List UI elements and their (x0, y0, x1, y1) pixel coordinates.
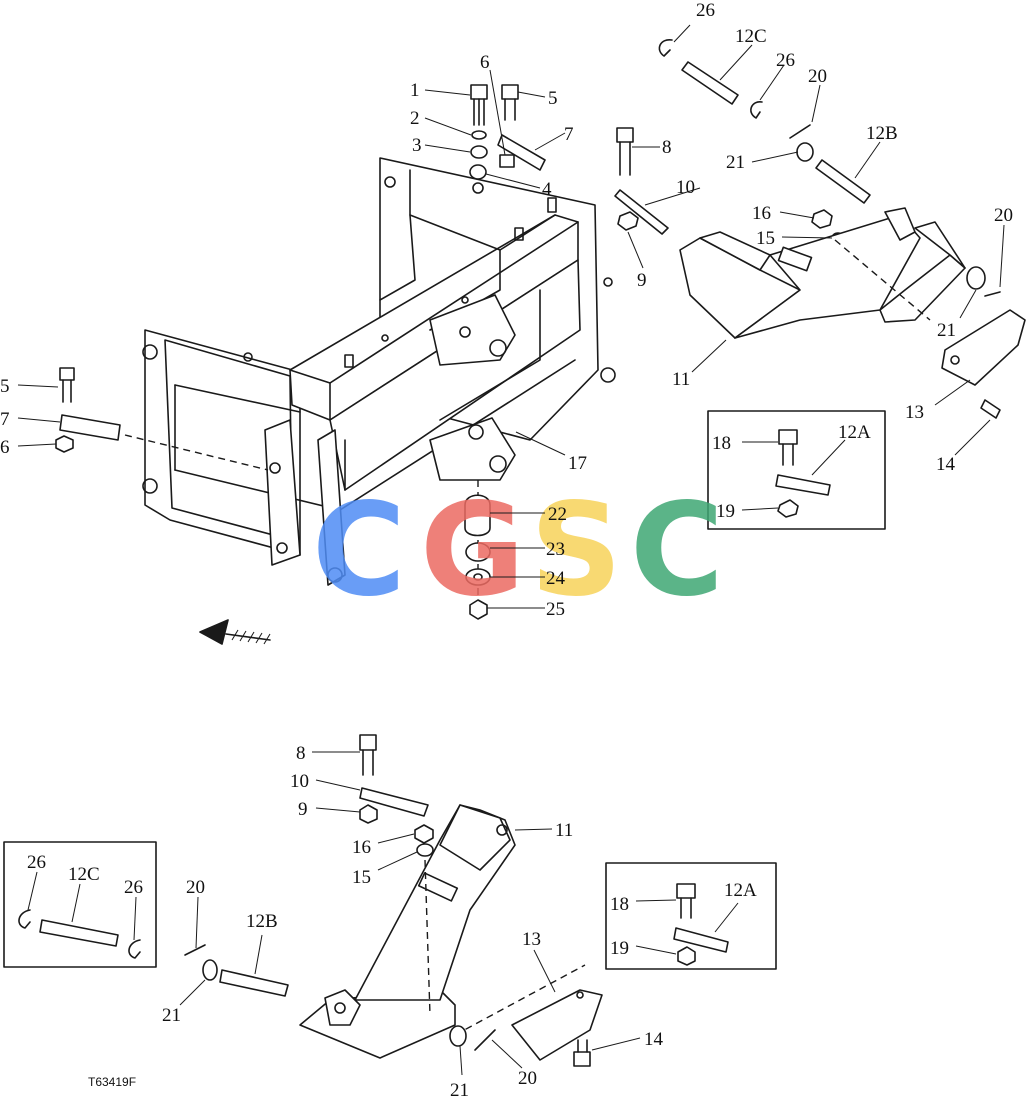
bottom-callout-20b: 20 (518, 1068, 537, 1089)
bottom-callout-21b: 21 (450, 1080, 469, 1098)
callout-6: 6 (480, 52, 490, 73)
callout-7: 7 (564, 124, 574, 145)
callout-9: 9 (637, 270, 647, 291)
bottom-callout-12a: 12A (724, 880, 757, 901)
callout-13: 13 (905, 402, 924, 423)
isolator-stack (465, 495, 490, 619)
callout-23: 23 (546, 539, 565, 560)
bottom-callout-20: 20 (186, 877, 205, 898)
callout-17: 17 (568, 453, 587, 474)
bottom-callout-26: 26 (27, 852, 46, 873)
callout-12b: 12B (866, 123, 898, 144)
bottom-callout-15: 15 (352, 867, 371, 888)
main-frame (143, 158, 615, 585)
callout-18: 18 (712, 433, 731, 454)
callout-20b: 20 (994, 205, 1013, 226)
pin-guide-line (125, 435, 268, 470)
bottom-callout-12c: 12C (68, 864, 100, 885)
callout-20: 20 (808, 66, 827, 87)
callout-14: 14 (936, 454, 956, 475)
bottom-callout-18: 18 (610, 894, 629, 915)
callout-labels-top: 1 2 3 4 5 6 7 8 9 10 11 12A 12B 12C 13 1… (0, 0, 1013, 620)
leader-lines (18, 25, 1004, 1075)
watermark-letter-g: G (420, 476, 525, 625)
bottom-callout-12b: 12B (246, 911, 278, 932)
callout-24: 24 (546, 568, 566, 589)
watermark-letter-c1: C (312, 476, 406, 625)
bottom-callout-21: 21 (162, 1005, 181, 1026)
figure-reference: T63419F (88, 1075, 136, 1089)
inset-bottom-right-parts (674, 884, 728, 965)
inset-box-bottom-right (606, 863, 776, 969)
callout-10: 10 (676, 177, 695, 198)
bottom-callout-19: 19 (610, 938, 629, 959)
callout-5: 5 (548, 88, 558, 109)
bottom-callout-11: 11 (555, 820, 573, 841)
callout-21: 21 (726, 152, 745, 173)
bottom-callout-26b: 26 (124, 877, 143, 898)
callout-labels-bottom: 8 9 10 11 12A 12B 12C 13 14 15 16 18 19 … (27, 743, 757, 1098)
callout-3: 3 (412, 135, 422, 156)
inset-bottom-left-parts (19, 910, 140, 958)
callout-25: 25 (546, 599, 565, 620)
callout-7-left: 7 (0, 409, 10, 430)
direction-arrow (200, 620, 270, 644)
callout-11: 11 (672, 369, 690, 390)
inset-top-parts (776, 430, 830, 517)
callout-26b: 26 (776, 50, 795, 71)
watermark-letter-s: S (530, 476, 622, 625)
arm-assembly (680, 208, 1025, 418)
bottom-callout-10: 10 (290, 771, 309, 792)
callout-12c: 12C (735, 26, 767, 47)
callout-4: 4 (542, 179, 552, 200)
callout-21b: 21 (937, 320, 956, 341)
bottom-arm-assembly (185, 735, 602, 1066)
bottom-callout-14: 14 (644, 1029, 664, 1050)
callout-6-left: 6 (0, 437, 10, 458)
left-side-parts (56, 368, 120, 452)
callout-15: 15 (756, 228, 775, 249)
callout-2: 2 (410, 108, 420, 129)
bottom-callout-16: 16 (352, 837, 371, 858)
bottom-callout-13: 13 (522, 929, 541, 950)
callout-8: 8 (662, 137, 672, 158)
bottom-callout-9: 9 (298, 799, 308, 820)
callout-5-left: 5 (0, 376, 10, 397)
inset-box-top (708, 411, 885, 529)
callout-19: 19 (716, 501, 735, 522)
callout-12a: 12A (838, 422, 871, 443)
inset-box-bottom-left (4, 842, 156, 967)
watermark: C G S C (312, 476, 724, 625)
top-small-parts (470, 40, 1000, 296)
bottom-callout-8: 8 (296, 743, 306, 764)
callout-1: 1 (410, 80, 420, 101)
callout-16: 16 (752, 203, 771, 224)
callout-22: 22 (548, 504, 567, 525)
callout-26: 26 (696, 0, 715, 21)
watermark-letter-c2: C (630, 476, 724, 625)
